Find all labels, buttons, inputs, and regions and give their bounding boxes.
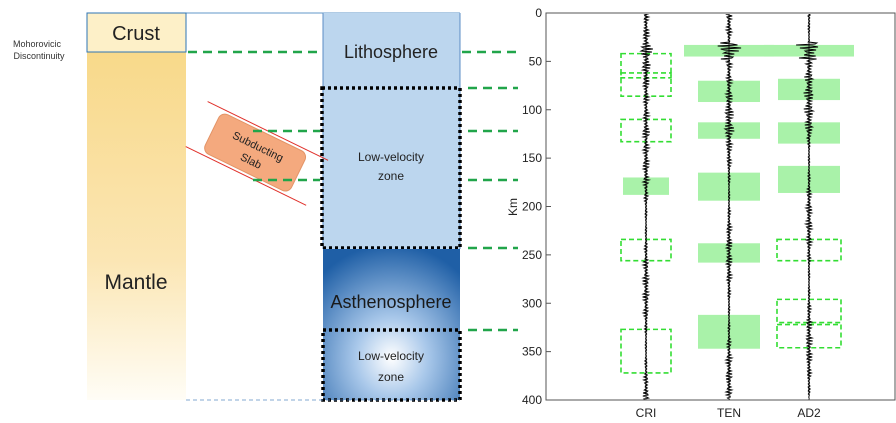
lvz-upper-box <box>320 86 462 250</box>
lvz-upper-label-line2: zone <box>378 169 404 183</box>
lvz-lower-box <box>321 328 462 402</box>
crust-label: Crust <box>112 23 160 45</box>
lithosphere-label: Lithosphere <box>344 42 438 62</box>
y-tick-label-100: 100 <box>522 103 542 117</box>
highlight-boxes <box>620 44 854 374</box>
y-tick-label-300: 300 <box>522 296 542 310</box>
lithosphere-box <box>323 13 460 249</box>
asthenosphere-box <box>323 249 460 400</box>
trace-ad2 <box>796 14 819 400</box>
mantle-label: Mantle <box>104 271 167 294</box>
y-axis-label: Km <box>506 198 520 216</box>
trace-cri <box>639 14 653 400</box>
crust-box <box>86 12 187 53</box>
lvz-lower-label-line1: Low-velocity <box>358 349 424 363</box>
moho-label-line1: Mohorovicic <box>13 39 62 49</box>
subducting-slab: Subducting Slab <box>185 101 329 206</box>
lvz-lower-label-line2: zone <box>378 370 404 384</box>
y-tick-label-350: 350 <box>522 345 542 359</box>
y-tick-label-250: 250 <box>522 248 542 262</box>
y-tick-label-0: 0 <box>535 6 542 20</box>
x-tick-label-ten: TEN <box>717 406 741 420</box>
y-tick-label-200: 200 <box>522 200 542 214</box>
earth-structure-diagram: Crust Mantle Mohorovicic Discontinuity L… <box>13 12 518 402</box>
lvz-upper-label-line1: Low-velocity <box>358 150 424 164</box>
x-tick-label-cri: CRI <box>636 406 657 420</box>
y-tick-label-400: 400 <box>522 393 542 407</box>
y-tick-label-150: 150 <box>522 151 542 165</box>
asthenosphere-label: Asthenosphere <box>330 292 451 312</box>
moho-label-line2: Discontinuity <box>13 51 65 61</box>
x-tick-label-ad2: AD2 <box>797 406 821 420</box>
y-tick-label-50: 50 <box>529 54 543 68</box>
seismic-traces <box>639 14 819 400</box>
horizon-lines <box>188 50 518 332</box>
trace-ten <box>717 14 742 400</box>
mantle-column <box>87 52 186 400</box>
